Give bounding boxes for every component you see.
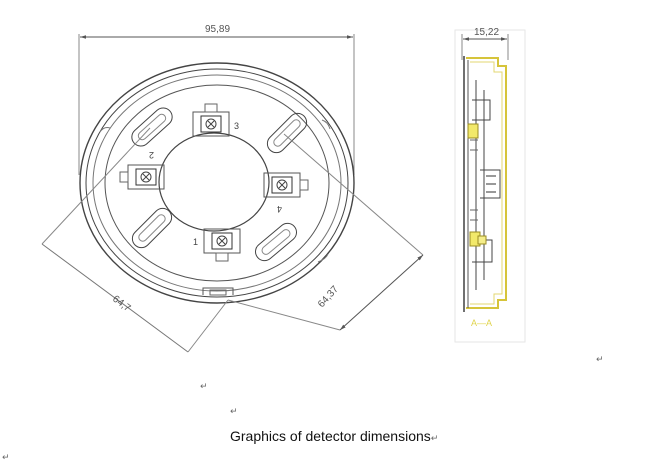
figure-caption: Graphics of detector dimensions↵ bbox=[230, 428, 438, 444]
front-view bbox=[41, 34, 424, 353]
drawing-frame bbox=[454, 29, 526, 343]
mounting-slot bbox=[266, 112, 308, 154]
paragraph-mark: ↵ bbox=[2, 453, 10, 463]
depth-dimension-label: 15,22 bbox=[474, 27, 499, 38]
terminal-1 bbox=[203, 228, 241, 262]
right-diagonal-label: 64,37 bbox=[316, 284, 341, 310]
side-section-view bbox=[461, 34, 509, 312]
inner-plate bbox=[104, 84, 330, 282]
terminal-label: 3 bbox=[234, 121, 239, 131]
terminal-label: 4 bbox=[277, 204, 282, 214]
mounting-slot bbox=[131, 207, 173, 249]
terminal-label: 2 bbox=[149, 150, 154, 160]
bottom-tab bbox=[202, 287, 234, 295]
width-dimension-label: 95,89 bbox=[205, 24, 230, 35]
terminal-2 bbox=[119, 164, 165, 190]
section-label: A—A bbox=[471, 318, 492, 328]
terminal-label: 1 bbox=[193, 237, 198, 247]
base-outer-ring bbox=[79, 62, 355, 304]
left-diagonal-label: 64,7 bbox=[110, 294, 133, 315]
paragraph-mark: ↵ bbox=[430, 434, 439, 444]
paragraph-mark: ↵ bbox=[200, 382, 208, 392]
terminal-4 bbox=[263, 172, 309, 198]
caption-text: Graphics of detector dimensions bbox=[230, 428, 431, 444]
mounting-slot bbox=[131, 107, 173, 147]
mounting-slot bbox=[255, 222, 297, 262]
paragraph-mark: ↵ bbox=[596, 355, 604, 365]
right-diagonal-dimension-line bbox=[339, 254, 424, 331]
terminal-3 bbox=[192, 103, 230, 137]
paragraph-mark: ↵ bbox=[230, 407, 238, 417]
center-hole bbox=[158, 132, 270, 232]
